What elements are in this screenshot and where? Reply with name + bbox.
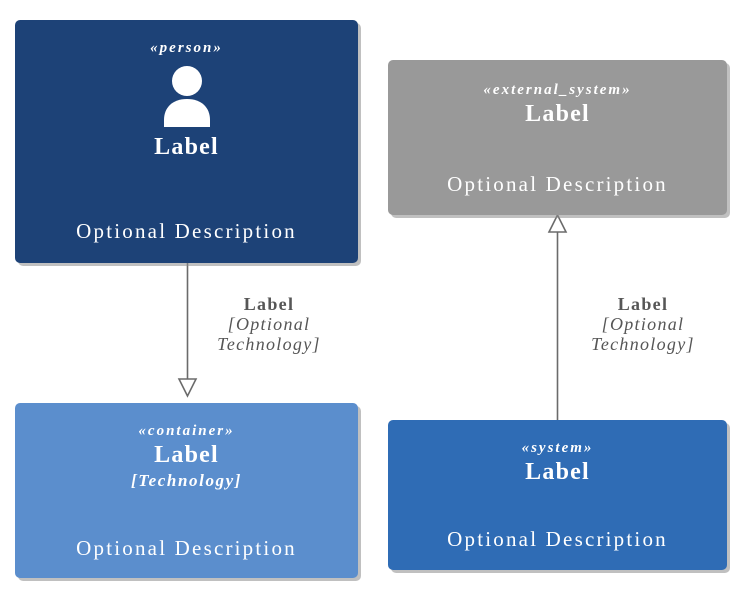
edge-label-system-to-external: Label [Optional Technology] — [570, 294, 716, 354]
arrowhead-open-triangle-up — [547, 213, 568, 233]
node-system-label: Label — [525, 459, 590, 486]
node-external-system[interactable]: «external_system» Label Optional Descrip… — [388, 60, 727, 215]
node-external-system-label: Label — [525, 101, 590, 128]
edge-system-to-external — [547, 213, 568, 420]
edge-label-system-to-external-tech-line2: Technology] — [591, 334, 695, 355]
arrowhead-open-triangle-down — [177, 378, 198, 398]
node-container-stereotype: «container» — [138, 423, 235, 439]
edge-label-person-to-container-title: Label — [243, 294, 295, 314]
edge-label-system-to-external-tech-line1: [Optional — [601, 314, 685, 335]
node-container-technology: [Technology] — [130, 471, 243, 491]
node-person-stereotype: «person» — [150, 40, 223, 56]
node-person[interactable]: «person» Label Optional Description — [15, 20, 358, 263]
node-system-description: Optional Description — [447, 526, 668, 551]
node-person-label: Label — [154, 134, 219, 161]
edge-label-system-to-external-title: Label — [617, 294, 669, 314]
edge-label-person-to-container-tech-line1: [Optional — [227, 314, 311, 335]
node-external-system-description: Optional Description — [447, 171, 668, 196]
edge-person-to-container — [177, 263, 198, 398]
node-container[interactable]: «container» Label [Technology] Optional … — [15, 403, 358, 578]
edge-label-person-to-container-tech-line2: Technology] — [217, 334, 321, 355]
person-icon — [163, 66, 210, 128]
node-container-description: Optional Description — [76, 535, 297, 560]
node-container-label: Label — [154, 442, 219, 469]
node-person-description: Optional Description — [76, 218, 297, 243]
node-system[interactable]: «system» Label Optional Description — [388, 420, 727, 570]
node-system-stereotype: «system» — [521, 440, 594, 456]
node-external-system-stereotype: «external_system» — [483, 82, 632, 98]
edge-label-person-to-container: Label [Optional Technology] — [196, 294, 342, 354]
